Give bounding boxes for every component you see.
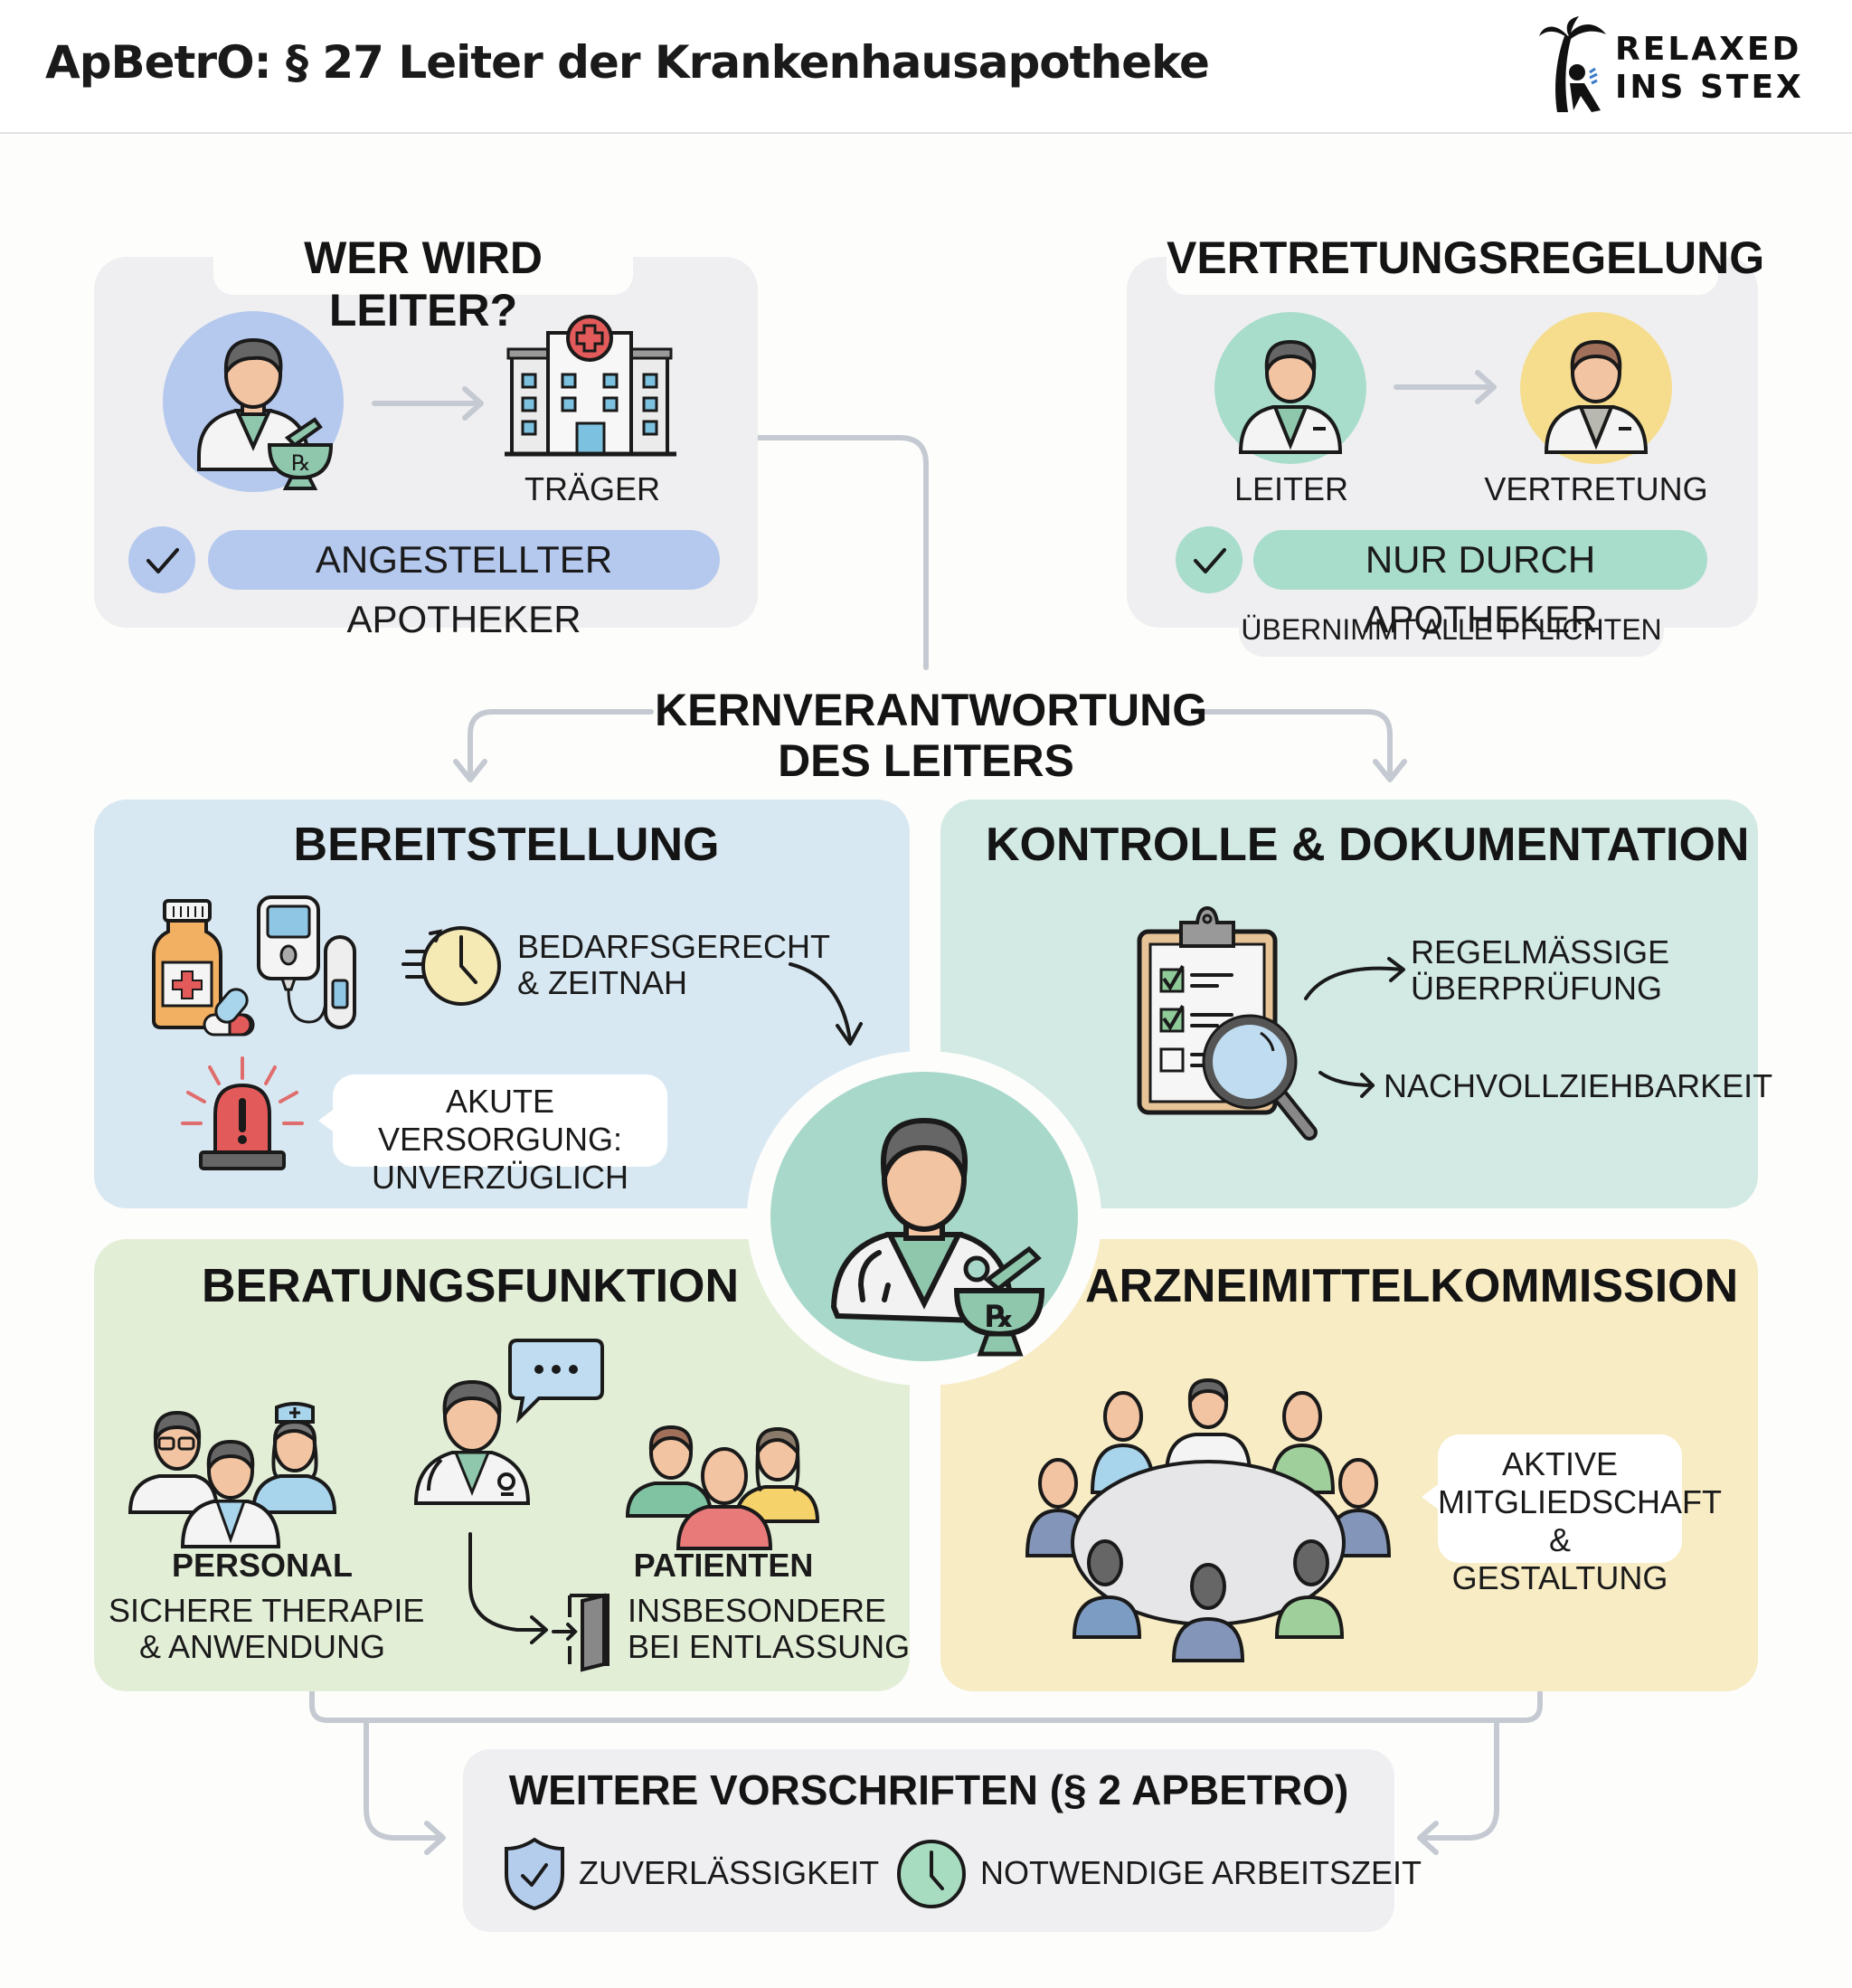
- personal-label: PERSONAL: [171, 1547, 354, 1584]
- consulting-pharmacist-icon: [413, 1339, 604, 1505]
- svg-text:℞: ℞: [291, 450, 311, 476]
- connector-kern-left: [468, 709, 654, 779]
- akute-versorgung-line2: UNVERZÜGLICH: [371, 1159, 629, 1196]
- exit-door-icon: [552, 1593, 609, 1672]
- fast-clock-icon: [402, 926, 501, 1006]
- check-badge-vertretung: [1176, 526, 1243, 593]
- arrowhead-bottom-left: [424, 1821, 446, 1855]
- akute-versorgung-line1: AKUTE VERSORGUNG:: [377, 1083, 623, 1158]
- medical-staff-group-icon: [128, 1402, 337, 1548]
- bereitstellung-title: BEREITSTELLUNG: [293, 819, 720, 871]
- palm-tree-reader-icon: [1539, 16, 1606, 112]
- connector-bottom-left: [364, 1719, 441, 1841]
- notwendige-arbeitszeit-label: NOTWENDIGE ARBEITSZEIT: [980, 1854, 1422, 1891]
- bubble-pointer: [1422, 1483, 1440, 1510]
- round-table-meeting-icon: [1025, 1377, 1392, 1662]
- vertretung-note: ÜBERNIMMT ALLE PFLICHTEN: [1241, 613, 1662, 646]
- shield-check-icon: [505, 1837, 564, 1911]
- clock-icon: [897, 1840, 966, 1908]
- vertretung-title: VERTRETUNGSREGELUNG: [1167, 226, 1764, 295]
- leiter-label: LEITER: [1233, 470, 1349, 507]
- logo-text-line2: INS STEX: [1615, 69, 1804, 106]
- vertretung-person-icon: [1520, 312, 1672, 464]
- arrowhead-bottom-right: [1417, 1821, 1439, 1855]
- personal-desc-line2: & ANWENDUNG: [138, 1628, 386, 1665]
- requirement-pill-apotheker: NUR DURCH APOTHEKER: [1253, 530, 1707, 640]
- weitere-title: WEITERE VORSCHRIFTEN (§ 2 APBETRO): [508, 1766, 1349, 1813]
- checkmark-icon: [1194, 548, 1226, 573]
- connector-top-left: [755, 435, 929, 670]
- beratung-title: BERATUNGSFUNKTION: [201, 1260, 740, 1312]
- checkmark-icon: [146, 548, 179, 573]
- kommission-title: ARZNEIMITTELKOMMISSION: [1085, 1260, 1739, 1312]
- medication-bottle-icon: [152, 899, 255, 1037]
- central-pharmacist-avatar: ℞: [770, 1072, 1078, 1361]
- brand-logo[interactable]: RELAXED INS STEX: [1537, 16, 1809, 116]
- personal-desc-line1: SICHERE THERAPIE: [109, 1592, 425, 1629]
- patienten-label: PATIENTEN: [633, 1547, 814, 1584]
- kommission-bubble-line3: & GESTALTUNG: [1451, 1521, 1668, 1596]
- bubble-pointer: [318, 1107, 336, 1134]
- zuverlaessigkeit-label: ZUVERLÄSSIGKEIT: [579, 1854, 880, 1891]
- curved-arrow-icon: [789, 962, 863, 1046]
- nachvollziehbarkeit-text: NACHVOLLZIEHBARKEIT: [1384, 1067, 1773, 1104]
- bedarfsgerecht-text-line2: & ZEITNAH: [517, 964, 688, 1001]
- patients-group-icon: [625, 1425, 820, 1550]
- glucose-meter-icon: [257, 895, 356, 1029]
- kern-title-line2: DES LEITERS: [778, 735, 1074, 786]
- short-arrow-icon: [1318, 1071, 1375, 1098]
- vertretung-label: VERTRETUNG: [1484, 470, 1708, 507]
- arrowhead-kern-left: [453, 759, 487, 782]
- regelmaessige-line1: REGELMÄSSIGE: [1411, 933, 1670, 970]
- kommission-bubble-line2: MITGLIEDSCHAFT: [1438, 1483, 1723, 1520]
- regelmaessige-line2: ÜBERPRÜFUNG: [1411, 970, 1663, 1007]
- logo-text-line1: RELAXED: [1615, 31, 1802, 68]
- connector-bottom-right: [1422, 1719, 1499, 1841]
- requirement-pill-angestellter: ANGESTELLTER APOTHEKER: [208, 530, 720, 640]
- connector-kern-right: [1196, 709, 1393, 779]
- hospital-icon: [505, 315, 676, 457]
- page-header: ApBetrO: § 27 Leiter der Krankenhausapot…: [0, 0, 1852, 134]
- arrow-right-icon: [372, 386, 484, 421]
- hospital-label: TRÄGER: [524, 470, 661, 507]
- check-badge-leiter: [128, 526, 195, 593]
- page-title: ApBetrO: § 27 Leiter der Krankenhausapot…: [45, 36, 1210, 89]
- bedarfsgerecht-text-line1: BEDARFSGERECHT: [517, 928, 831, 965]
- patienten-desc-line1: INSBESONDERE: [628, 1592, 887, 1629]
- kommission-bubble: AKTIVE MITGLIEDSCHAFT & GESTALTUNG: [1438, 1434, 1723, 1596]
- wer-wird-leiter-title: WER WIRD LEITER?: [213, 226, 633, 336]
- clipboard-magnifier-icon: [1137, 905, 1318, 1141]
- akute-versorgung-bubble: AKUTE VERSORGUNG: UNVERZÜGLICH: [333, 1074, 667, 1196]
- arrow-right-icon: [1394, 370, 1497, 404]
- arrowhead-kern-right: [1373, 759, 1407, 782]
- discharge-arrow-icon: [468, 1532, 548, 1644]
- patienten-desc-line2: BEI ENTLASSUNG: [628, 1628, 911, 1665]
- panel-vertretung-note-tab: [1239, 597, 1664, 657]
- svg-text:℞: ℞: [986, 1299, 1013, 1335]
- alarm-siren-icon: [181, 1056, 304, 1170]
- kern-title-line1: KERNVERANTWORTUNG: [655, 685, 1208, 735]
- kontrolle-title: KONTROLLE & DOKUMENTATION: [986, 819, 1750, 871]
- pharmacist-icon: ℞: [163, 311, 344, 492]
- kommission-bubble-line1: AKTIVE: [1501, 1445, 1619, 1482]
- connector-bottom-bracket: [309, 1689, 1543, 1723]
- leiter-person-icon: [1214, 312, 1366, 464]
- curved-arrow-icon: [1304, 957, 1405, 1000]
